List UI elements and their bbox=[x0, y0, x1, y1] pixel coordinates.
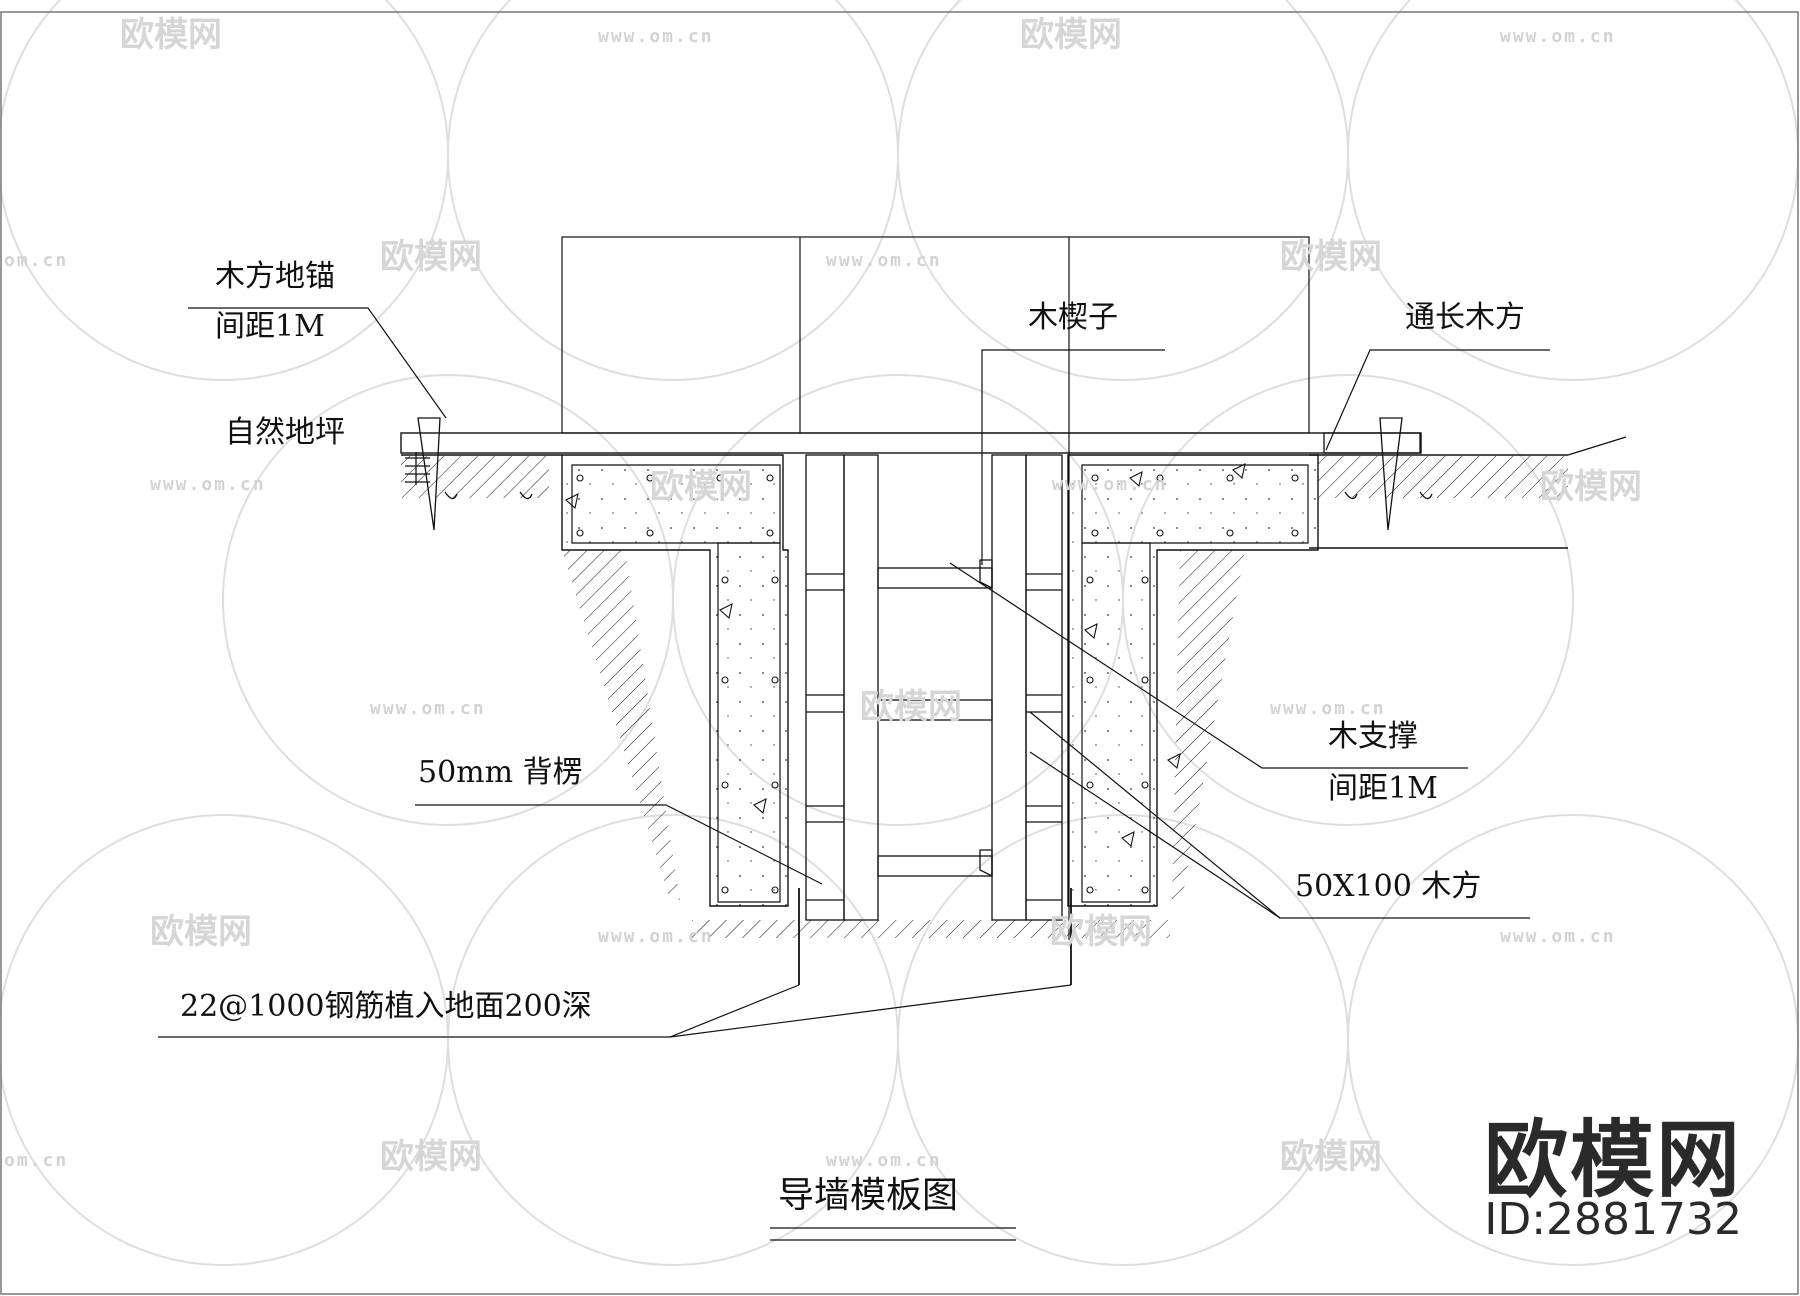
watermark-url: om.cn bbox=[4, 250, 69, 271]
rebar-dowels bbox=[798, 888, 1072, 985]
watermark-url: www.om.cn bbox=[598, 26, 714, 47]
brand-logo: 欧模网 bbox=[1483, 1111, 1742, 1209]
drawing-title: 导墙模板图 bbox=[778, 1175, 959, 1216]
watermark-url: www.om.cn bbox=[370, 698, 486, 719]
watermark-logo: 欧模网 bbox=[1280, 1137, 1382, 1177]
formwork-timbers bbox=[805, 454, 1063, 921]
label-long-timber: 通长木方 bbox=[1405, 300, 1525, 335]
watermark-url: www.om.cn bbox=[1500, 926, 1616, 947]
watermark-logo: 欧模网 bbox=[1020, 15, 1122, 55]
right-guide-wall bbox=[1067, 454, 1319, 907]
watermark-logo: 欧模网 bbox=[1050, 912, 1152, 952]
watermark-circles bbox=[0, 0, 1799, 1266]
label-rebar: 22@1000钢筋植入地面200深 bbox=[180, 989, 592, 1024]
drawing-frame bbox=[0, 11, 1799, 1295]
label-wedge: 木楔子 bbox=[1028, 300, 1118, 335]
aggregate-marks bbox=[565, 462, 1246, 848]
watermark-url: om.cn bbox=[4, 1150, 69, 1171]
watermark-logo: 欧模网 bbox=[1540, 467, 1642, 507]
watermark-logo: 欧模网 bbox=[120, 15, 222, 55]
wood-struts bbox=[877, 559, 993, 878]
label-timber: 50X100 木方 bbox=[1295, 869, 1482, 904]
ground-slab bbox=[400, 432, 1568, 549]
soil-hatching bbox=[401, 456, 1568, 938]
watermark-url: www.om.cn bbox=[826, 1150, 942, 1171]
label-anchor-spacing: 间距1M bbox=[215, 309, 325, 344]
brand-id: ID:2881732 bbox=[1484, 1194, 1742, 1245]
watermark-url: www.om.cn bbox=[598, 926, 714, 947]
watermark-logo: 欧模网 bbox=[150, 912, 252, 952]
watermark-logo: 欧模网 bbox=[650, 467, 752, 507]
label-backing: 50mm 背楞 bbox=[418, 755, 583, 790]
label-support: 木支撑 bbox=[1328, 719, 1418, 754]
watermark-url: www.om.cn bbox=[1500, 26, 1616, 47]
watermark-url: www.om.cn bbox=[150, 474, 266, 495]
label-anchor: 木方地锚 bbox=[215, 259, 335, 294]
rebar-dots bbox=[576, 474, 1299, 894]
label-ground: 自然地坪 bbox=[225, 415, 345, 450]
watermark-logo: 欧模网 bbox=[380, 237, 482, 277]
watermark-url: www.om.cn bbox=[1052, 474, 1168, 495]
watermark-url: www.om.cn bbox=[826, 250, 942, 271]
watermark-logo: 欧模网 bbox=[380, 1137, 482, 1177]
left-guide-wall bbox=[561, 454, 789, 907]
watermark-logo: 欧模网 bbox=[860, 687, 962, 727]
label-support-spacing: 间距1M bbox=[1328, 771, 1438, 806]
watermark-logo: 欧模网 bbox=[1280, 237, 1382, 277]
watermark-url: www.om.cn bbox=[1270, 698, 1386, 719]
ground-anchors bbox=[405, 417, 1433, 531]
leader-lines bbox=[158, 307, 1627, 1241]
